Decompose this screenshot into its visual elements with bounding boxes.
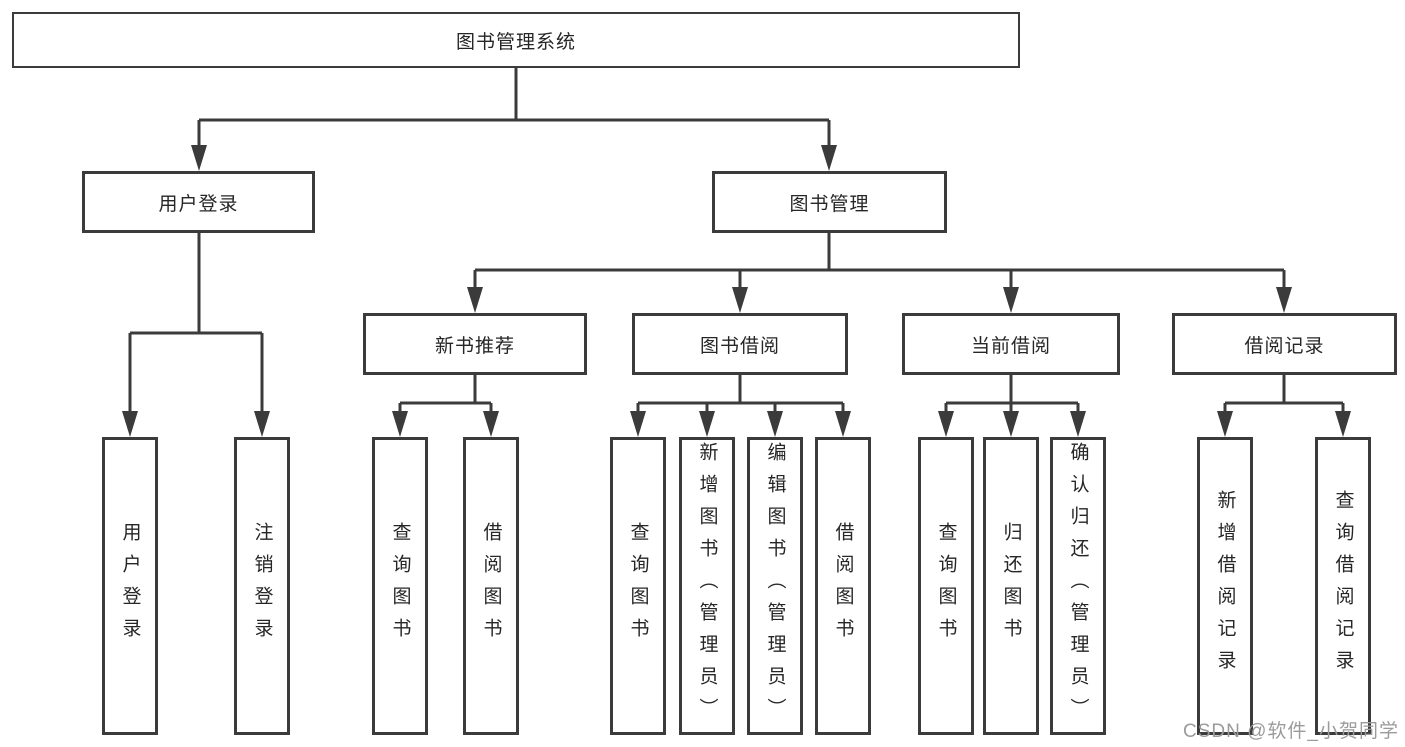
node-label: 注销登录: [251, 522, 273, 650]
node-label: 查询图书: [935, 522, 957, 650]
leaf-current-query-books: 查询图书: [918, 437, 974, 735]
node-label: 图书借阅: [699, 335, 780, 357]
node-label: 归还图书: [1000, 522, 1022, 650]
node-borrow-records: 借阅记录: [1172, 313, 1397, 375]
node-label: 图书管理: [789, 193, 870, 215]
node-user-login: 用户登录: [82, 171, 315, 233]
leaf-borrow-add-books-admin: 新增图书（管理员）: [679, 437, 735, 735]
node-book-management: 图书管理: [712, 171, 947, 233]
node-label: 借阅图书: [832, 522, 854, 650]
leaf-current-confirm-return-admin: 确认归还（管理员）: [1050, 437, 1106, 735]
arrowhead-icons: [122, 145, 1351, 437]
node-label: 图书管理系统: [455, 31, 576, 53]
leaf-user-login: 用户登录: [102, 437, 158, 735]
node-label: 新增图书（管理员）: [696, 442, 718, 730]
node-label: 用户登录: [158, 193, 239, 215]
leaf-records-add-record: 新增借阅记录: [1197, 437, 1253, 735]
leaf-borrow-query-books: 查询图书: [610, 437, 666, 735]
leaf-recommend-query-books: 查询图书: [372, 437, 428, 735]
node-label: 查询借阅记录: [1332, 490, 1354, 682]
node-label: 借阅记录: [1244, 335, 1325, 357]
leaf-current-return-books: 归还图书: [983, 437, 1039, 735]
leaf-records-query-record: 查询借阅记录: [1315, 437, 1371, 735]
node-book-borrow: 图书借阅: [632, 313, 848, 375]
node-label: 当前借阅: [970, 335, 1051, 357]
leaf-borrow-borrow-books: 借阅图书: [815, 437, 871, 735]
node-root-system: 图书管理系统: [12, 12, 1020, 68]
node-label: 查询图书: [389, 522, 411, 650]
node-label: 新书推荐: [434, 335, 515, 357]
leaf-borrow-edit-books-admin: 编辑图书（管理员）: [747, 437, 803, 735]
node-label: 新增借阅记录: [1214, 490, 1236, 682]
node-new-book-recommend: 新书推荐: [363, 313, 587, 375]
node-label: 查询图书: [627, 522, 649, 650]
leaf-recommend-borrow-books: 借阅图书: [463, 437, 519, 735]
leaf-logout: 注销登录: [234, 437, 290, 735]
node-label: 用户登录: [119, 522, 141, 650]
node-current-borrow: 当前借阅: [902, 313, 1120, 375]
node-label: 编辑图书（管理员）: [764, 442, 786, 730]
node-label: 借阅图书: [480, 522, 502, 650]
node-label: 确认归还（管理员）: [1067, 442, 1089, 730]
watermark: CSDN @软件_小贺同学: [1183, 721, 1399, 742]
